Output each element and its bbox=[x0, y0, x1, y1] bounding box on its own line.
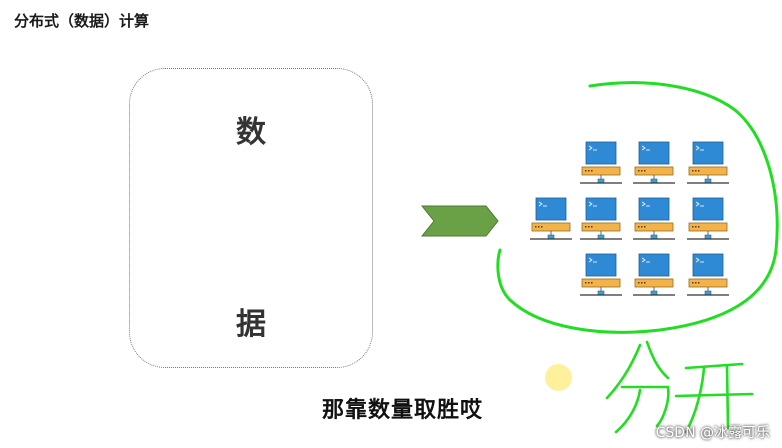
cursor-highlight bbox=[545, 364, 572, 391]
data-box: 数 据 bbox=[129, 68, 373, 368]
computer-icon bbox=[687, 197, 729, 240]
computer-icon bbox=[687, 253, 729, 296]
computer-icon bbox=[530, 197, 572, 240]
computer-icon bbox=[633, 253, 675, 296]
slide-title: 分布式（数据）计算 bbox=[14, 12, 150, 30]
computer-icon bbox=[580, 197, 622, 240]
computer-icon bbox=[687, 141, 729, 184]
subtitle-caption: 那靠数量取胜哎 bbox=[322, 398, 484, 423]
computer-icon bbox=[633, 197, 675, 240]
computer-icon bbox=[633, 141, 675, 184]
computer-icon bbox=[580, 141, 622, 184]
computer-icon bbox=[580, 253, 622, 296]
watermark: CSDN @冰露可乐 bbox=[655, 425, 770, 441]
data-char-bottom: 据 bbox=[236, 307, 266, 342]
data-char-top: 数 bbox=[236, 115, 266, 150]
right-arrow-icon bbox=[420, 205, 499, 237]
